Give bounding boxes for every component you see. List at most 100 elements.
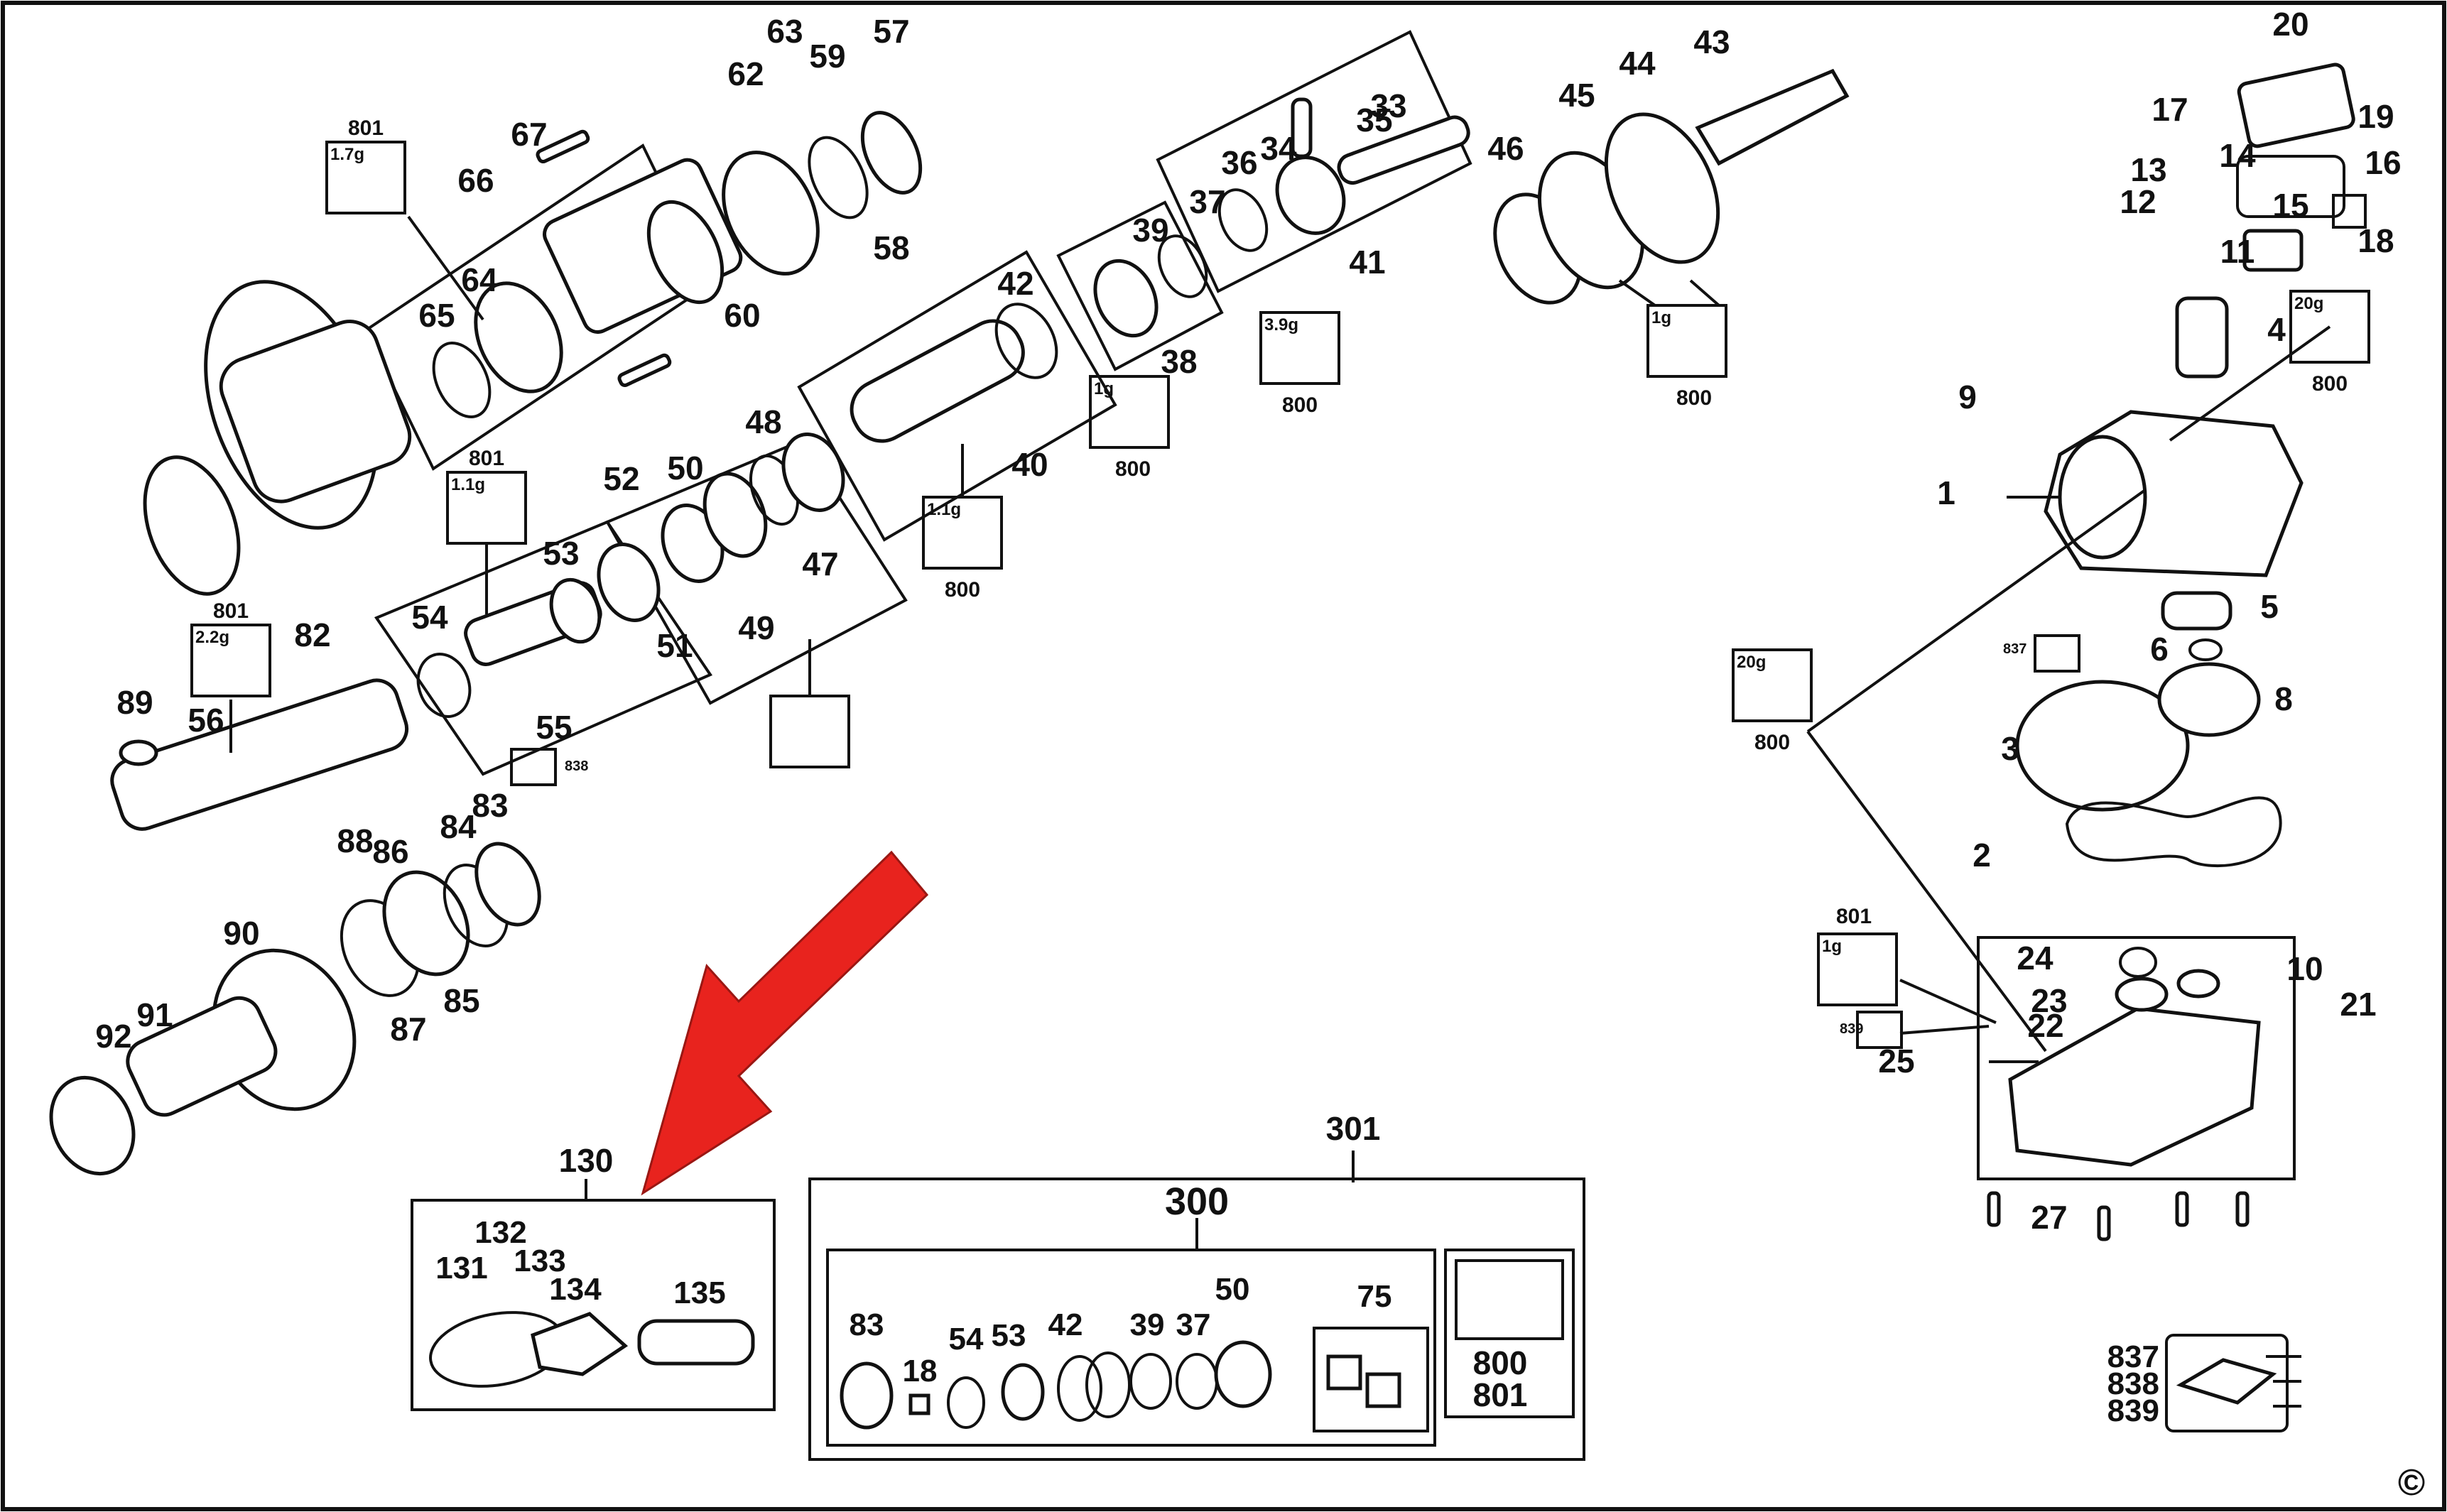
grease-box-800-f [2289, 290, 2370, 364]
kit-part-42a [1057, 1355, 1102, 1422]
small-code-838: 838 [565, 758, 588, 774]
part-number-5: 5 [2260, 588, 2279, 625]
grease-amount-3: 1.1g [927, 500, 961, 519]
part-number-91: 91 [136, 996, 173, 1033]
part-27-screw-c [2175, 1191, 2189, 1227]
part-number-36: 36 [1221, 144, 1257, 181]
grease-amount-10: 1g [1822, 937, 1842, 956]
kit-part-83 [840, 1361, 894, 1430]
bounding-box-55 [374, 520, 712, 776]
part-number-64: 64 [461, 261, 498, 298]
kit-301-part-18-1: 18 [903, 1354, 938, 1388]
kit-130-part-132: 132 [474, 1215, 526, 1250]
part-number-51: 51 [656, 627, 693, 664]
bounding-box-1g-mid [605, 438, 908, 705]
part-number-59: 59 [809, 38, 845, 75]
part-number-8: 8 [2274, 680, 2293, 717]
grease-code-1: 801 [469, 447, 504, 470]
grease-amount-0: 1.7g [330, 145, 364, 164]
grease-code-10: 801 [1836, 905, 1872, 928]
part-35-pin [1291, 97, 1313, 158]
kit-130-part-135: 135 [673, 1276, 725, 1310]
part-number-11: 11 [2220, 233, 2255, 270]
part-number-54: 54 [411, 599, 448, 636]
grease-box-837-small [2034, 634, 2080, 673]
part-number-6: 6 [2150, 631, 2169, 668]
kit-301-part-50-7: 50 [1215, 1272, 1250, 1307]
kit-130-part-133: 133 [514, 1244, 565, 1278]
part-24-circlip [2119, 947, 2157, 978]
part-64-housing [474, 158, 743, 393]
grease-box-801-small-right [2332, 194, 2367, 229]
part-36-piston [1275, 156, 1346, 235]
part-number-13: 13 [2130, 151, 2166, 188]
grease-box-800-c [1089, 375, 1170, 449]
part-number-58: 58 [873, 229, 909, 266]
part-number-53: 53 [543, 535, 579, 572]
grease-box-800-g [1732, 648, 1813, 722]
grease-code-2: 801 [213, 599, 249, 623]
grease-code-9: 800 [1754, 731, 1790, 754]
part-56-spindle [110, 678, 409, 831]
part-number-87: 87 [390, 1011, 426, 1048]
part-number-66: 66 [457, 162, 494, 199]
part-number-19: 19 [2358, 98, 2394, 135]
part-number-63: 63 [766, 13, 803, 50]
part-number-35: 35 [1356, 102, 1392, 138]
small-code-837: 837 [2003, 641, 2026, 657]
kit-part-18 [908, 1393, 930, 1415]
part-number-83: 83 [472, 787, 508, 824]
part-number-21: 21 [2340, 986, 2376, 1023]
part-number-15: 15 [2272, 187, 2308, 224]
part-number-9: 9 [1958, 379, 1977, 415]
part-number-20: 20 [2272, 6, 2308, 43]
part-52-ring [597, 543, 661, 622]
part-number-84: 84 [440, 808, 477, 845]
part-number-38: 38 [1161, 343, 1197, 380]
part-89-pin [119, 739, 158, 766]
grease-box-838-small [510, 748, 557, 786]
part-16-gasket [2236, 155, 2345, 218]
kit-300-label: 300 [1165, 1180, 1229, 1223]
part-number-33: 33 [1370, 87, 1406, 124]
part-number-16: 16 [2365, 144, 2401, 181]
part-65-ring [432, 342, 492, 418]
part-number-65: 65 [418, 297, 455, 334]
part-number-14: 14 [2219, 137, 2256, 174]
part-number-49: 49 [738, 609, 774, 646]
kit-label-838: 838 [2107, 1366, 2159, 1401]
grease-code-6: 800 [1115, 457, 1151, 481]
kit-300-box [826, 1249, 1436, 1447]
kit-part-39 [1129, 1353, 1172, 1410]
brush-box-75 [1313, 1327, 1429, 1432]
part-number-23: 23 [2031, 982, 2067, 1019]
part-number-39: 39 [1132, 212, 1168, 249]
grease-amount-1: 1.1g [451, 475, 485, 494]
kit-130-box [411, 1199, 776, 1411]
part-number-55: 55 [536, 709, 572, 746]
kit-301-part-75-8: 75 [1357, 1279, 1392, 1314]
kit-part-53 [1001, 1363, 1045, 1421]
part-92-nose [49, 1075, 136, 1176]
part-47-sleeve [781, 433, 845, 512]
part-38-sleeve [1093, 259, 1159, 338]
kit-part-75a [1326, 1354, 1362, 1391]
part-27-screw-a [1987, 1191, 2001, 1227]
kit-part-75b [1365, 1372, 1401, 1408]
part-number-46: 46 [1487, 130, 1524, 167]
grease-code-3: 800 [945, 578, 980, 602]
part-number-43: 43 [1693, 23, 1730, 60]
grease-box-801-c [190, 624, 271, 697]
grease-amount-6: 1g [1094, 379, 1114, 398]
part-53-washer [549, 577, 602, 644]
grease-amount-2: 2.2g [195, 628, 229, 647]
part-number-18: 18 [2358, 222, 2394, 259]
part-37-oring [1217, 188, 1269, 252]
part-number-12: 12 [2120, 183, 2156, 220]
bounding-box-40 [797, 250, 1117, 542]
part-number-88: 88 [337, 822, 373, 859]
grease-kit-box [1444, 1249, 1575, 1418]
part-91-collar [126, 996, 278, 1117]
part-number-50: 50 [667, 450, 703, 486]
